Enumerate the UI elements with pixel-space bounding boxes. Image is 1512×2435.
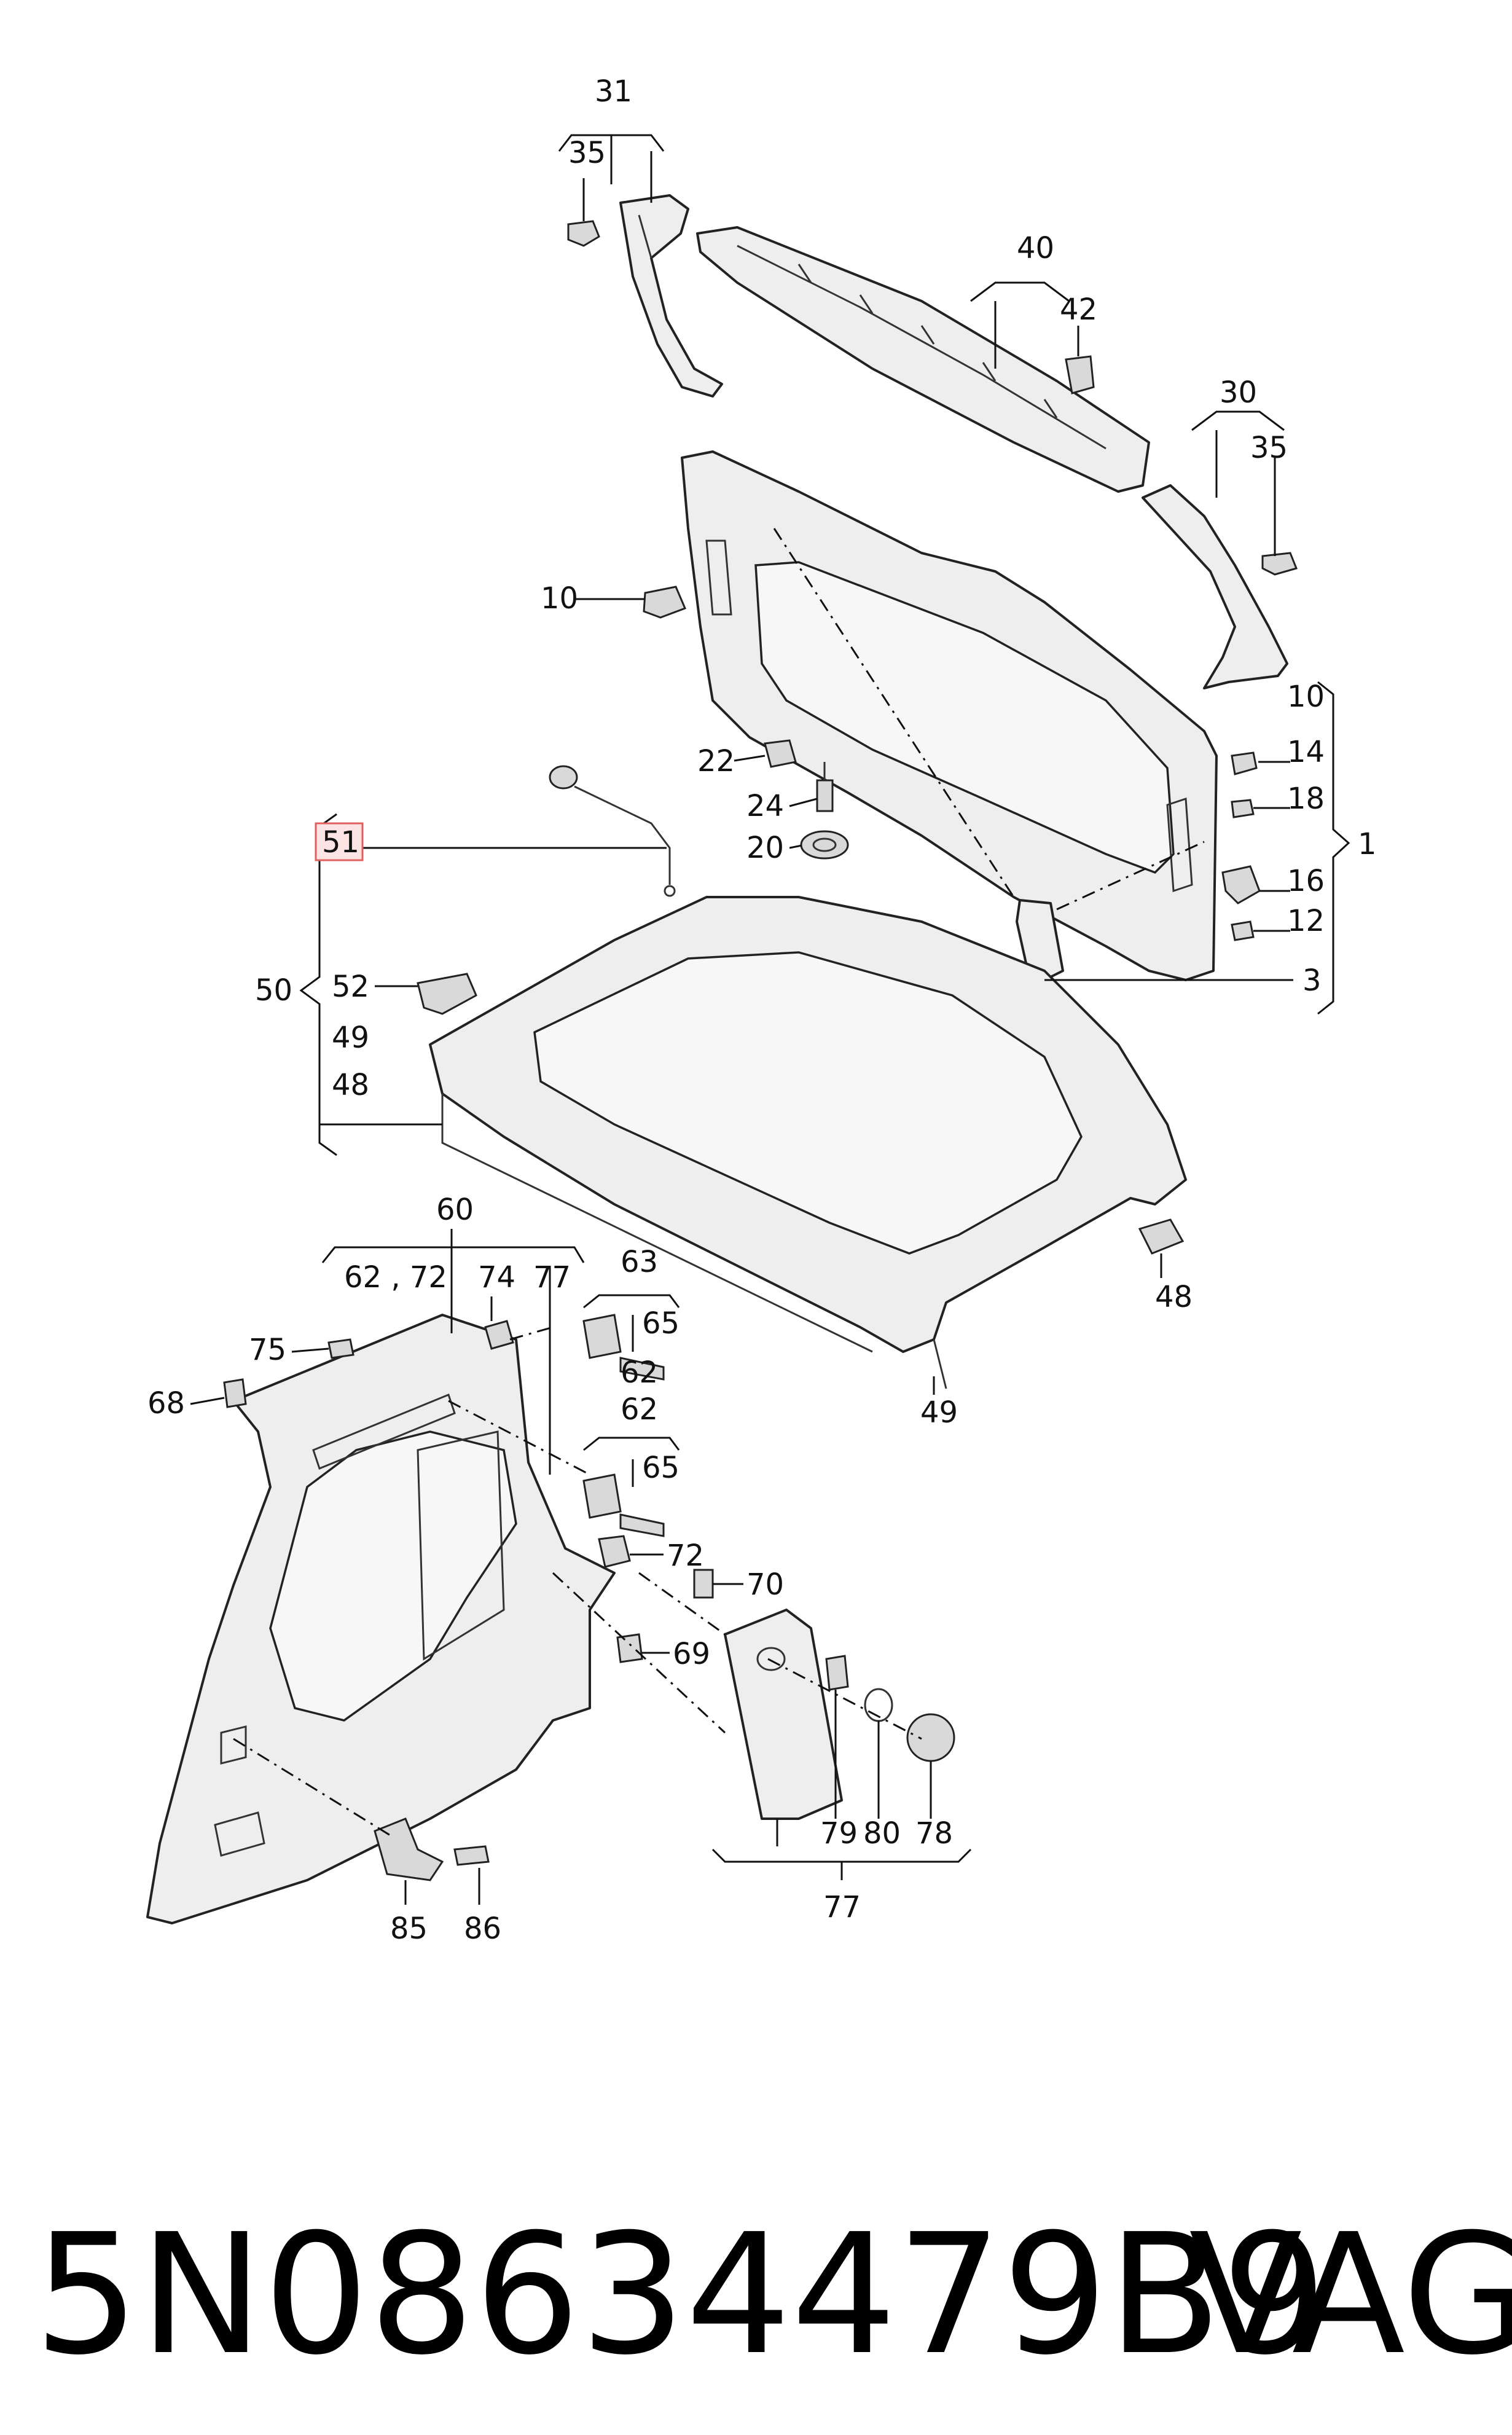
pillar-trim-right [1142,484,1288,689]
label-48-left: 48 [332,1068,369,1102]
label-49-left: 49 [332,1021,369,1055]
brand-name: VAG [1189,2198,1512,2391]
clip-74 [484,1320,514,1350]
label-49-bottom: 49 [920,1395,958,1430]
label-74: 74 [478,1260,515,1295]
screw-86 [453,1845,490,1866]
clip-69 [616,1633,643,1663]
label-79: 79 [820,1816,858,1851]
label-20: 20 [746,831,784,865]
label-14: 14 [1287,735,1325,769]
label-50: 50 [255,973,292,1008]
label-52: 52 [332,970,369,1004]
label-3: 3 [1302,963,1322,998]
bolt-set-lower [582,1473,665,1537]
label-62-lower: 62 [621,1392,658,1427]
label-10-left: 10 [541,581,578,616]
label-85: 85 [390,1912,428,1946]
clip-35-right [1261,552,1298,576]
label-70: 70 [746,1567,784,1602]
label-31: 31 [595,74,632,109]
label-77-bottom: 77 [823,1890,861,1924]
clip-35-left [567,220,600,247]
upper-rail-trim [696,226,1150,493]
pillar-trim-left [619,194,723,398]
clip-68 [223,1378,247,1408]
part-number: 5N08634479B9 [34,2198,1328,2391]
label-16: 16 [1287,864,1325,898]
label-1: 1 [1358,827,1377,861]
retaining-cord-51 [549,765,676,897]
label-35-right: 35 [1250,431,1288,465]
clip-75 [327,1338,354,1359]
cover-77 [724,1609,843,1820]
label-18: 18 [1287,782,1325,816]
cap-78 [906,1713,955,1762]
nut-22 [764,739,797,768]
label-12: 12 [1287,904,1325,938]
bolt-set-upper [582,1314,665,1381]
dash-dot-lines [233,528,1205,1838]
label-60: 60 [436,1193,474,1227]
clip-42 [1065,355,1095,394]
callout-labels: 31 35 40 42 30 35 10 10 14 18 1 16 12 3 … [147,74,1377,1946]
hook-85 [374,1817,444,1881]
label-30: 30 [1220,375,1257,410]
label-72: 72 [667,1539,704,1573]
label-63: 63 [621,1245,658,1279]
clips-right-column [1221,751,1261,941]
label-22: 22 [697,744,735,778]
label-68: 68 [147,1386,185,1421]
screw-24 [816,762,834,812]
label-65-lower: 65 [642,1451,680,1485]
label-75: 75 [249,1333,286,1367]
clip-79 [825,1655,849,1691]
label-78: 78 [915,1816,953,1851]
label-24: 24 [746,789,784,823]
label-48-right: 48 [1155,1280,1193,1314]
luggage-side-trim [146,1314,616,1924]
label-62-72: 62 , 72 [344,1260,447,1295]
highlight-box-51 [315,822,364,861]
pad-48 [1138,1218,1185,1255]
label-10-right: 10 [1287,680,1325,714]
label-35-left: 35 [568,136,606,170]
bracket-52 [417,973,477,1015]
label-69: 69 [673,1637,710,1671]
screw-70 [693,1569,714,1599]
label-65-upper: 65 [642,1306,680,1341]
grommet-20 [800,830,849,860]
label-51: 51 [322,825,359,860]
clip-72 [598,1535,631,1568]
label-77-top: 77 [533,1260,571,1295]
parcel-shelf [429,896,1187,1389]
label-86: 86 [464,1912,501,1946]
label-42: 42 [1060,292,1097,327]
trim-clip-10 [643,586,686,619]
label-40: 40 [1017,231,1054,265]
label-62-upper: 62 [621,1355,658,1390]
label-80: 80 [863,1816,901,1851]
